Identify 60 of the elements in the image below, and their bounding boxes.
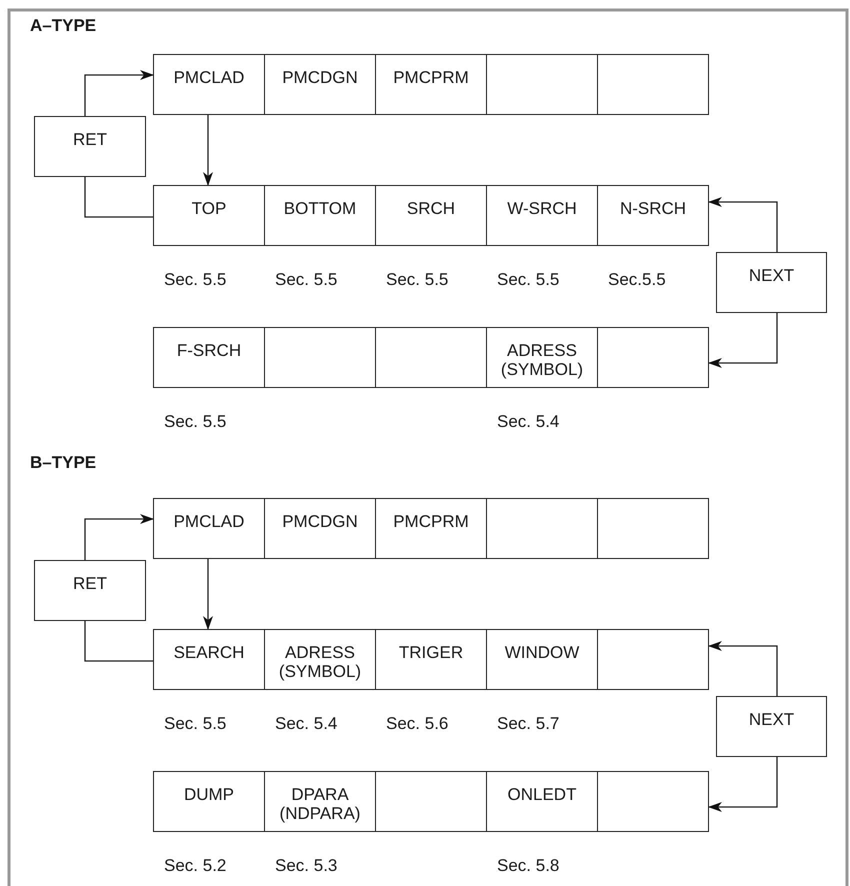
cell-label: RET bbox=[73, 130, 107, 149]
cell-label: F-SRCH bbox=[176, 341, 242, 360]
menu-cell bbox=[153, 498, 265, 559]
cell-label: TOP bbox=[192, 199, 226, 218]
arrow bbox=[708, 641, 778, 696]
cell-label: PMCLAD bbox=[174, 512, 244, 531]
key-box bbox=[34, 560, 146, 621]
cell-label: BOTTOM bbox=[284, 199, 356, 218]
section-reference: Sec. 5.3 bbox=[275, 856, 338, 876]
cell-label: PMCPRM bbox=[393, 512, 469, 531]
section-reference: Sec. 5.5 bbox=[275, 270, 338, 290]
cell-label: RET bbox=[73, 574, 107, 593]
cell-label: W-SRCH bbox=[507, 199, 577, 218]
key-box bbox=[716, 696, 827, 757]
menu-cell bbox=[264, 498, 376, 559]
arrow bbox=[203, 115, 213, 186]
cell-label: PMCDGN bbox=[282, 68, 358, 87]
arrow bbox=[708, 313, 778, 368]
section-reference: Sec. 5.4 bbox=[497, 412, 560, 432]
cell-label: N-SRCH bbox=[620, 199, 686, 218]
menu-cell bbox=[264, 54, 376, 115]
cell-label: DUMP bbox=[184, 785, 234, 804]
menu-cell bbox=[375, 54, 487, 115]
section-reference: Sec. 5.7 bbox=[497, 714, 560, 734]
cell-label: TRIGER bbox=[398, 643, 464, 662]
arrow bbox=[84, 514, 154, 560]
section-reference: Sec. 5.5 bbox=[497, 270, 560, 290]
section-heading: B–TYPE bbox=[30, 453, 96, 473]
section-reference: Sec. 5.6 bbox=[386, 714, 448, 734]
section-reference: Sec. 5.8 bbox=[497, 856, 560, 876]
section-reference: Sec.5.5 bbox=[608, 270, 666, 290]
section-reference: Sec. 5.5 bbox=[164, 270, 226, 290]
cell-label: PMCLAD bbox=[174, 68, 244, 87]
cell-label: ADRESS (SYMBOL) bbox=[278, 643, 362, 681]
arrow bbox=[708, 757, 778, 812]
menu-cell bbox=[375, 498, 487, 559]
arrow bbox=[84, 70, 154, 116]
cell-label: NEXT bbox=[748, 710, 794, 729]
cell-label: DPARA (NDPARA) bbox=[278, 785, 362, 823]
connector-line bbox=[84, 621, 153, 662]
menu-cell bbox=[153, 54, 265, 115]
cell-label: SEARCH bbox=[174, 643, 244, 662]
section-reference: Sec. 5.2 bbox=[164, 856, 226, 876]
cell-label: NEXT bbox=[748, 266, 794, 285]
cell-label: ONLEDT bbox=[508, 785, 576, 804]
section-reference: Sec. 5.4 bbox=[275, 714, 338, 734]
cell-label: PMCDGN bbox=[282, 512, 358, 531]
key-box bbox=[716, 252, 827, 313]
arrow bbox=[708, 197, 778, 252]
section-reference: Sec. 5.5 bbox=[164, 412, 226, 432]
section-heading: A–TYPE bbox=[30, 16, 96, 36]
connector-line bbox=[84, 177, 153, 218]
key-box bbox=[34, 116, 146, 177]
section-reference: Sec. 5.5 bbox=[164, 714, 226, 734]
arrow bbox=[203, 559, 213, 630]
section-reference: Sec. 5.5 bbox=[386, 270, 448, 290]
cell-label: PMCPRM bbox=[393, 68, 469, 87]
cell-label: WINDOW bbox=[504, 643, 580, 662]
cell-label: ADRESS (SYMBOL) bbox=[500, 341, 584, 379]
cell-label: SRCH bbox=[406, 199, 456, 218]
